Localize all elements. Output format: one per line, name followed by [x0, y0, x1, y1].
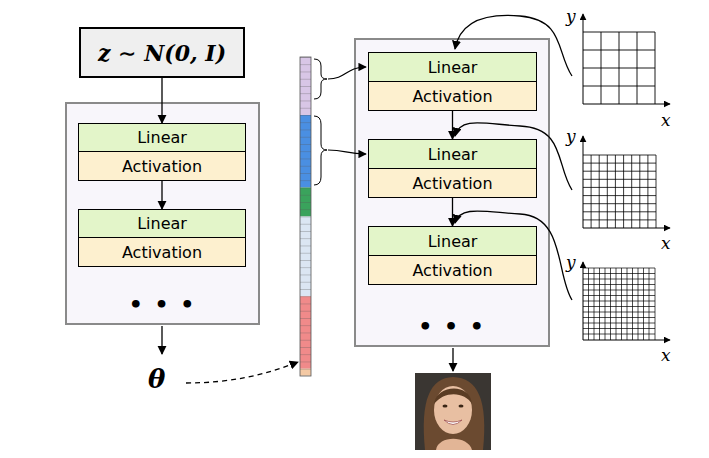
axis-label: y	[566, 126, 576, 146]
param-arrow	[328, 150, 366, 154]
flow-arrow	[161, 181, 162, 209]
activation-layer: Activation	[368, 82, 537, 111]
output-arrow	[161, 326, 162, 354]
axis-label: y	[566, 6, 576, 26]
coordinate-arrow	[455, 15, 572, 76]
node-label: Activation	[412, 87, 492, 106]
flow-arrow	[161, 78, 162, 123]
activation-layer: Activation	[78, 238, 246, 267]
linear-layer: Linear	[78, 209, 246, 238]
node-label: Linear	[137, 128, 187, 147]
coordinate-grid	[583, 136, 670, 228]
coordinate-arrow	[455, 123, 572, 190]
brace	[314, 116, 327, 185]
node-label: Linear	[428, 232, 478, 251]
node-label: Activation	[412, 174, 492, 193]
parameter-symbol: θ	[148, 364, 165, 394]
network-box: • • •LinearActivationLinearActivationLin…	[354, 38, 550, 347]
face-image	[415, 373, 491, 450]
node-label: Linear	[428, 58, 478, 77]
output-arrow	[452, 348, 453, 371]
linear-layer: Linear	[368, 226, 537, 256]
coordinate-grid	[583, 262, 670, 340]
parameter-vector	[300, 57, 311, 376]
axis-label: y	[566, 252, 576, 272]
ellipsis: • • •	[67, 292, 258, 317]
dashed-arrow	[186, 362, 298, 383]
axis-label: x	[661, 110, 671, 130]
flow-arrow	[452, 111, 453, 139]
distribution-box: z ∼ N(0, I)	[79, 27, 245, 78]
axis-label: x	[661, 233, 671, 253]
ellipsis: • • •	[356, 314, 548, 339]
linear-layer: Linear	[78, 123, 246, 152]
activation-layer: Activation	[368, 169, 537, 198]
param-arrow	[328, 67, 366, 79]
axis-label: x	[661, 345, 671, 365]
coordinate-grid	[583, 14, 670, 104]
coordinate-arrow	[455, 211, 572, 300]
linear-layer: Linear	[368, 139, 537, 169]
node-label: Activation	[122, 157, 202, 176]
linear-layer: Linear	[368, 52, 537, 82]
flow-arrow	[452, 198, 453, 226]
activation-layer: Activation	[78, 152, 246, 181]
node-label: Linear	[428, 145, 478, 164]
node-label: z ∼ N(0, I)	[98, 40, 226, 66]
node-label: Linear	[137, 214, 187, 233]
network-box: • • •LinearActivationLinearActivation	[65, 102, 260, 325]
activation-layer: Activation	[368, 256, 537, 285]
node-label: Activation	[122, 243, 202, 262]
node-label: Activation	[412, 261, 492, 280]
brace	[314, 59, 327, 99]
